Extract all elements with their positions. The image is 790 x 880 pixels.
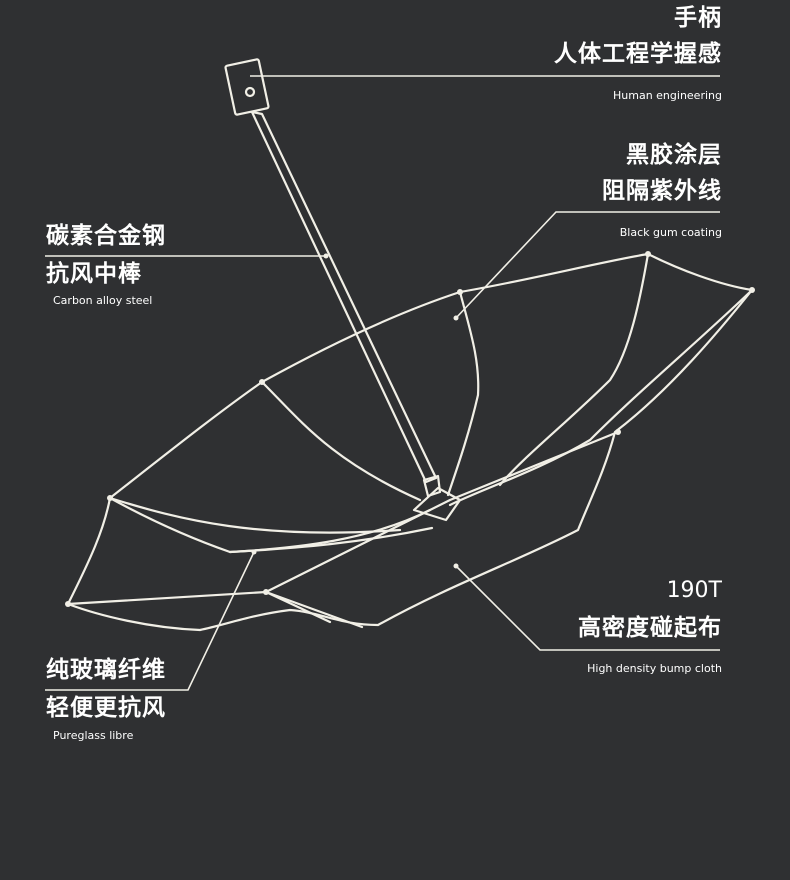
- rib-1: [260, 380, 422, 502]
- umbrella-canopy: [66, 252, 754, 632]
- rib-5: [108, 496, 402, 534]
- canopy-fold: [108, 496, 434, 554]
- rib-4: [448, 288, 754, 507]
- cloth-callout-line: [455, 565, 720, 651]
- coating-english: Black gum coating: [619, 226, 722, 239]
- coating-subtitle: 阻隔紫外线: [602, 178, 722, 204]
- rib-2: [446, 290, 480, 497]
- ribs-callout-line: [45, 551, 255, 691]
- rib-3: [498, 252, 650, 487]
- canopy-inner-edge: [66, 430, 620, 629]
- shaft-english: Carbon alloy steel: [53, 294, 153, 307]
- ribs-title: 纯玻璃纤维: [46, 657, 166, 683]
- ribs-subtitle: 轻便更抗风: [46, 695, 166, 721]
- shaft-subtitle: 抗风中棒: [46, 261, 142, 287]
- ribs-english: Pureglass libre: [53, 729, 134, 742]
- coating-callout-line: [455, 211, 720, 319]
- runner: [412, 486, 462, 522]
- handle-button-icon: [244, 86, 256, 98]
- shaft-collar: [422, 474, 442, 498]
- umbrella-shaft: [250, 110, 438, 484]
- handle-subtitle: 人体工程学握感: [554, 41, 722, 67]
- cloth-title: 高密度碰起布: [578, 615, 722, 641]
- handle-title: 手柄: [674, 5, 722, 31]
- shaft-title: 碳素合金钢: [46, 223, 166, 249]
- handle-english: Human engineering: [613, 89, 722, 102]
- cloth-spec: 190T: [666, 578, 722, 603]
- umbrella-handle: [224, 58, 270, 116]
- cloth-english: High density bump cloth: [587, 662, 722, 675]
- coating-title: 黑胶涂层: [626, 142, 722, 168]
